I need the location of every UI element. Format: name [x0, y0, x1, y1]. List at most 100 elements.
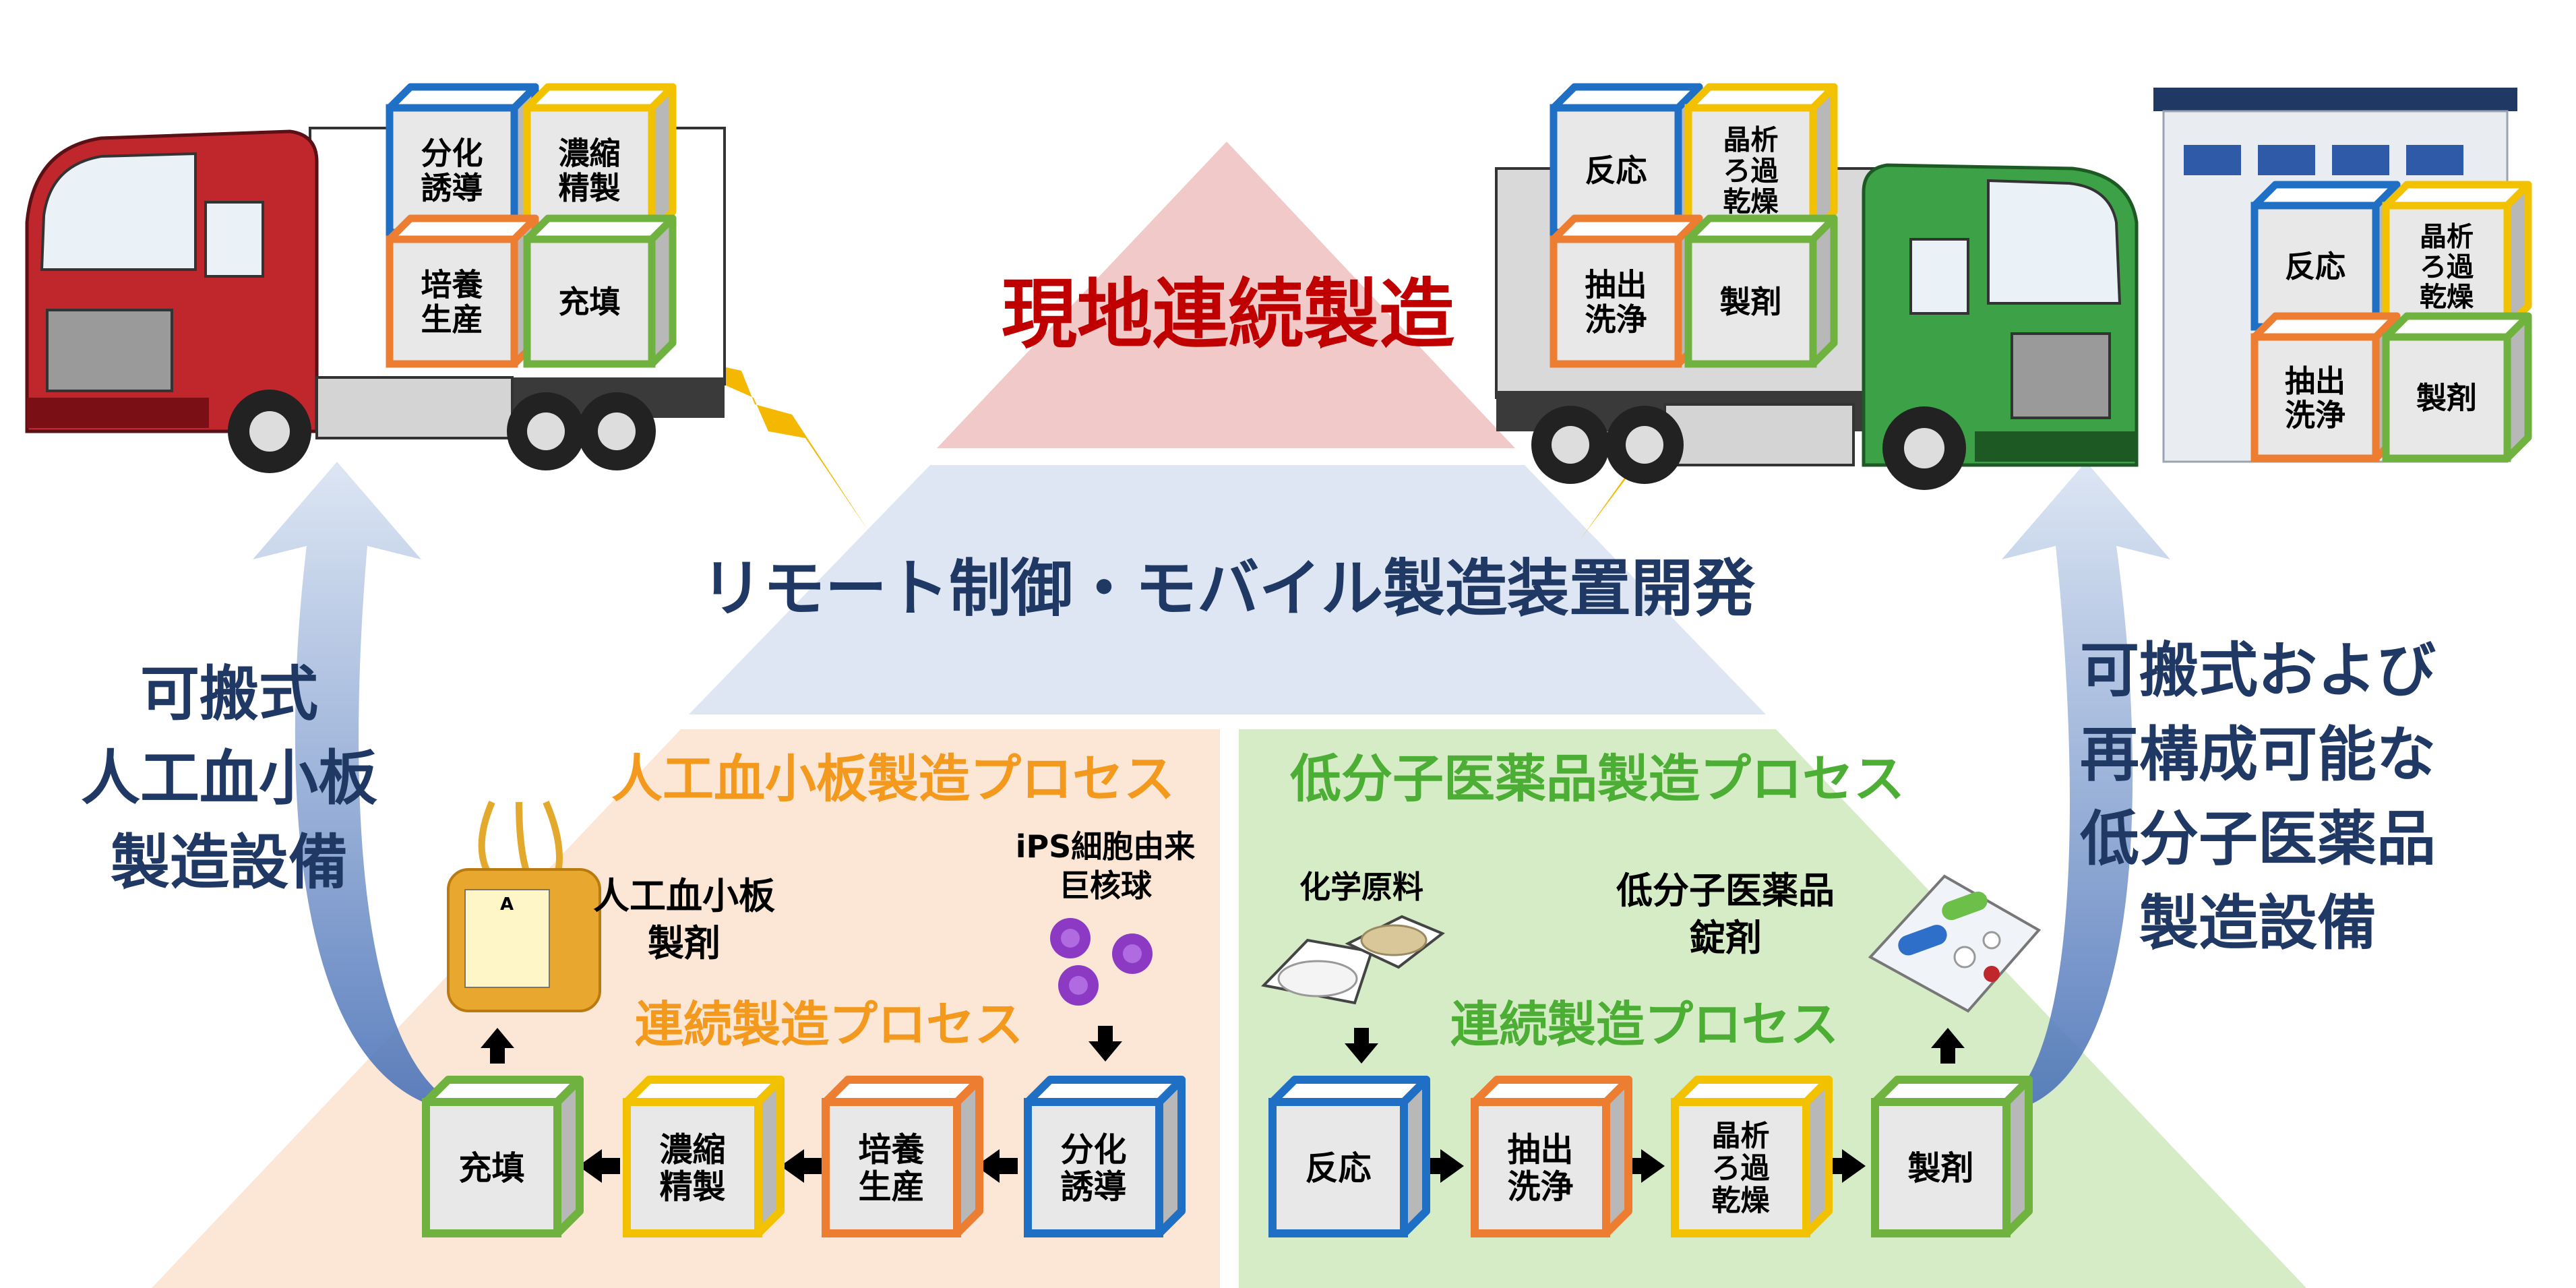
- cube-label: 洗浄: [1507, 1168, 1573, 1206]
- ips-source-label: 巨核球: [1059, 867, 1153, 904]
- cube-label: 晶析: [1712, 1120, 1770, 1153]
- process-cube: 充填: [422, 1076, 584, 1237]
- process-cube: 製剤: [1684, 214, 1838, 368]
- ips-source-label: iPS細胞由来: [1016, 828, 1196, 865]
- cube-front-face: [386, 235, 518, 368]
- red-truck-side-window: [204, 201, 264, 278]
- arrow-right-to-left: [780, 1149, 822, 1183]
- right-side-label-line: 低分子医薬品: [2080, 804, 2436, 873]
- left-side-label: 可搬式 人工血小板 製造設備: [81, 659, 377, 897]
- cube-front-face: [1024, 1098, 1163, 1237]
- cube-label: 製剤: [2416, 380, 2477, 416]
- small-molecule-product-label: 錠剤: [1689, 917, 1762, 959]
- cell-nucleus: [1123, 944, 1142, 963]
- arrow-right-to-left: [976, 1149, 1018, 1183]
- cube-label: ろ過: [1712, 1152, 1771, 1186]
- green-truck-tank: [1663, 403, 1855, 466]
- red-truck-wheel-hub: [598, 412, 636, 450]
- cube-label: ろ過: [1723, 154, 1779, 187]
- cube-label: 乾燥: [1723, 185, 1779, 218]
- cube-label: 製剤: [1907, 1149, 1973, 1188]
- small-molecule-product-label: 低分子医薬品: [1616, 869, 1835, 912]
- cube-label: 抽出: [2285, 363, 2345, 399]
- arrow-left-to-right: [1824, 1149, 1866, 1183]
- left-side-label-line: 人工血小板: [81, 743, 377, 813]
- remote-control-mobile-dev-label: リモート制御・モバイル製造装置開発: [701, 553, 1756, 625]
- right-upward-arrow: [2002, 462, 2170, 1105]
- white-powder: [1277, 960, 1358, 998]
- factory-window: [2406, 145, 2463, 175]
- factory-window: [2332, 145, 2389, 175]
- cube-front-face: [386, 104, 518, 237]
- left-side-label-line: 製造設備: [111, 828, 348, 897]
- cube-label: 分化: [421, 135, 483, 171]
- arrow-down: [1088, 1026, 1122, 1062]
- process-cube: 反応: [1550, 83, 1703, 237]
- red-truck-modules: 分化誘導濃縮精製培養生産充填: [386, 83, 677, 368]
- right-continuous-process-label: 連続製造プロセス: [1450, 996, 1839, 1053]
- lightning-bolt-left: [704, 363, 869, 532]
- cube-label: 反応: [1585, 152, 1647, 189]
- cube-label: 洗浄: [2285, 397, 2345, 433]
- cube-label: 反応: [1305, 1149, 1371, 1188]
- red-truck-tank: [315, 376, 514, 439]
- chemical-raw-material-label: 化学原料: [1299, 869, 1423, 905]
- cube-label: 晶析: [1723, 123, 1779, 156]
- process-cube: 製剤: [1871, 1076, 2033, 1237]
- green-truck-grille: [2011, 332, 2111, 419]
- cube-label: 抽出: [1585, 266, 1647, 303]
- bag-letter: A: [500, 894, 514, 915]
- cube-label: 培養: [858, 1131, 924, 1169]
- left-continuous-process-label: 連続製造プロセス: [635, 996, 1023, 1053]
- green-truck-wheel-hub: [1904, 428, 1944, 468]
- left-side-label-line: 可搬式: [140, 659, 318, 729]
- cube-label: 充填: [559, 284, 621, 320]
- chemical-powder-icon: [1260, 915, 1445, 1005]
- platelet-bag-icon: A: [447, 801, 601, 1012]
- cube-label: 分化: [1060, 1131, 1126, 1169]
- cube-label: 製剤: [1720, 284, 1782, 320]
- cube-label: 精製: [559, 170, 621, 206]
- cube-front-face: [523, 235, 656, 368]
- platelet-product-label: 人工血小板: [593, 875, 775, 917]
- cube-label: 反応: [2285, 249, 2345, 284]
- arrow-up: [1931, 1028, 1965, 1064]
- arrow-down: [1345, 1028, 1378, 1064]
- process-cube: 反応: [1268, 1076, 1430, 1237]
- cube-label: 乾燥: [1712, 1184, 1771, 1218]
- factory-window: [2184, 145, 2241, 175]
- factory-roof: [2153, 88, 2517, 111]
- cell-nucleus: [1069, 976, 1088, 995]
- cube-label: 洗浄: [1585, 301, 1647, 338]
- cube-front-face: [422, 1098, 561, 1237]
- capsule: [1898, 925, 1947, 956]
- beige-powder: [1360, 924, 1428, 956]
- cube-label: 晶析: [2420, 222, 2474, 253]
- pyramid-middle-tier: [689, 465, 1766, 714]
- right-side-label-line: 製造設備: [2139, 888, 2376, 958]
- tablet-package-icon: [1868, 874, 2042, 1013]
- green-truck-bumper: [1975, 431, 2137, 462]
- cube-front-face: [623, 1098, 762, 1237]
- factory-window: [2258, 145, 2315, 175]
- cube-front-face: [1268, 1098, 1408, 1237]
- green-truck-wheel-hub: [1626, 426, 1663, 464]
- cube-front-face: [1871, 1098, 2011, 1237]
- process-cube: 反応: [2250, 181, 2401, 331]
- cube-label: 誘導: [1060, 1168, 1126, 1206]
- cube-label: 乾燥: [2420, 282, 2474, 313]
- arrow-up: [481, 1028, 514, 1064]
- right-side-label: 可搬式および 再構成可能な 低分子医薬品 製造設備: [2080, 636, 2436, 958]
- cube-front-face: [1471, 1098, 1610, 1237]
- cube-label: 培養: [421, 266, 483, 303]
- tablet: [1953, 946, 1976, 969]
- cube-label: 精製: [659, 1168, 725, 1206]
